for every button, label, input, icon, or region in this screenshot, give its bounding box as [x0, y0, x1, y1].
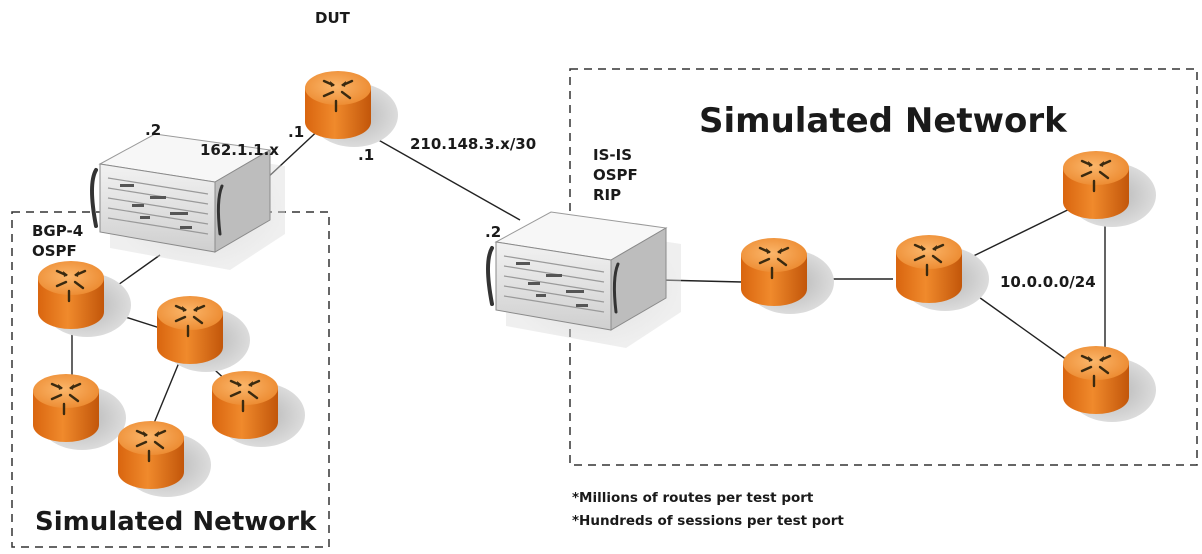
right-subnet-label: 210.148.3.x/30 — [410, 135, 536, 153]
left-router-2-icon — [155, 294, 252, 374]
left-port-address: .2 — [145, 121, 161, 139]
left-router-1-icon — [36, 259, 133, 339]
right-protocol-2: OSPF — [593, 166, 638, 184]
left-protocol-2: OSPF — [32, 242, 77, 260]
dut-router-icon — [303, 69, 400, 149]
left-router-4-icon — [210, 369, 307, 449]
right-router-2-icon — [894, 233, 991, 313]
right-test-chassis — [486, 210, 683, 350]
right-protocol-3: RIP — [593, 186, 621, 204]
right-protocol-1: IS-IS — [593, 146, 632, 164]
right-network-title: Simulated Network — [699, 101, 1068, 141]
left-subnet-label: 162.1.1.x — [200, 141, 279, 159]
left-router-3-icon — [31, 372, 128, 452]
right-router-1-icon — [739, 236, 836, 316]
left-protocol-1: BGP-4 — [32, 222, 83, 240]
dut-right-port-address: .1 — [358, 146, 374, 164]
inner-subnet-label: 10.0.0.0/24 — [1000, 273, 1096, 291]
right-port-address: .2 — [485, 223, 501, 241]
dut-label: DUT — [315, 9, 351, 27]
right-router-4-icon — [1061, 344, 1158, 424]
dut-left-port-address: .1 — [288, 123, 304, 141]
left-router-5-icon — [116, 419, 213, 499]
left-network-title: Simulated Network — [35, 507, 317, 537]
right-router-3-icon — [1061, 149, 1158, 229]
note-sessions: *Hundreds of sessions per test port — [572, 513, 844, 529]
note-routes: *Millions of routes per test port — [572, 490, 814, 506]
